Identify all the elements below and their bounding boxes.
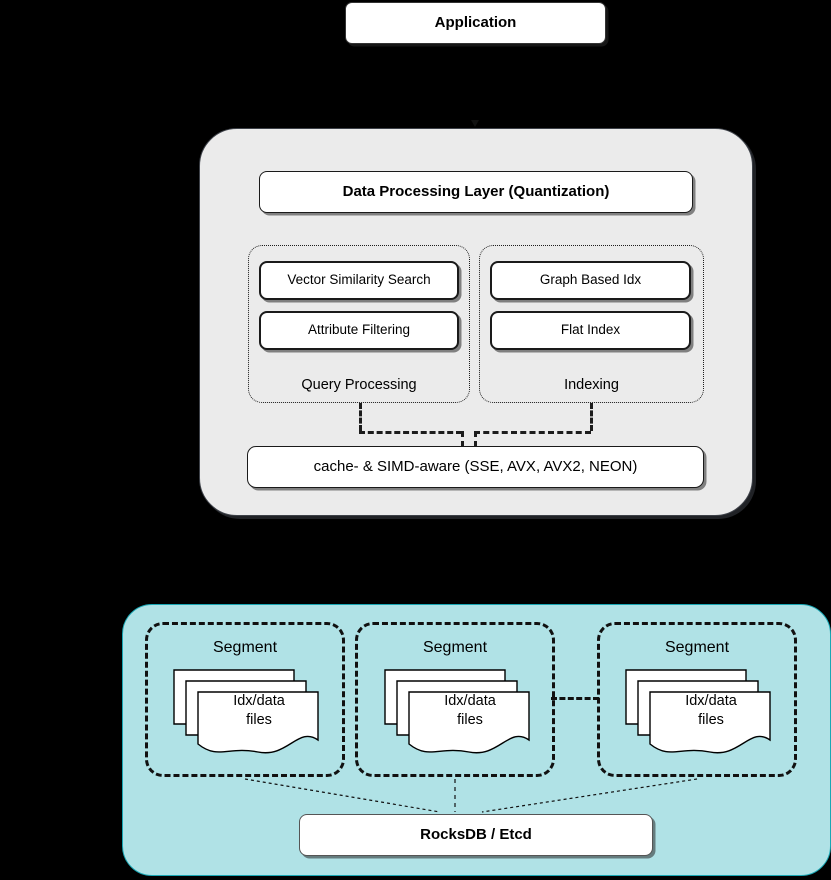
vector-similarity-search-label: Vector Similarity Search: [287, 272, 431, 288]
query-processing-group: Query Processing: [248, 245, 470, 403]
segment-box-3[interactable]: Segment: [597, 622, 797, 777]
segment-box-1[interactable]: Segment: [145, 622, 345, 777]
flat-index-label: Flat Index: [560, 322, 621, 338]
simd-aware-label: cache- & SIMD-aware (SSE, AVX, AVX2, NEO…: [313, 458, 638, 475]
rocksdb-etcd-label: RocksDB / Etcd: [420, 826, 532, 843]
segment-label-3: Segment: [664, 639, 730, 656]
connector-query-processing-down: [359, 403, 362, 431]
connector-indexing-down: [590, 403, 593, 431]
data-processing-layer-box[interactable]: Data Processing Layer (Quantization): [259, 171, 693, 213]
simd-aware-box[interactable]: cache- & SIMD-aware (SSE, AVX, AVX2, NEO…: [247, 446, 704, 488]
connector-segment2-segment3: [551, 697, 599, 700]
attribute-filtering-box[interactable]: Attribute Filtering: [259, 311, 459, 350]
query-processing-label: Query Processing: [301, 377, 417, 393]
connector-indexing-into-simd: [474, 431, 477, 447]
flat-index-box[interactable]: Flat Index: [490, 311, 691, 350]
idx-data-files-icon-3: Idx/data files: [622, 668, 772, 756]
data-processing-layer-label: Data Processing Layer (Quantization): [342, 183, 610, 200]
segment-label-2: Segment: [422, 639, 488, 656]
graph-based-idx-box[interactable]: Graph Based Idx: [490, 261, 691, 300]
application-label: Application: [434, 14, 517, 31]
idx-data-files-icon-1: Idx/data files: [170, 668, 320, 756]
graph-based-idx-label: Graph Based Idx: [539, 272, 642, 288]
segment-label-1: Segment: [212, 639, 278, 656]
rocksdb-etcd-box[interactable]: RocksDB / Etcd: [299, 814, 653, 856]
application-box[interactable]: Application: [345, 2, 606, 44]
connector-query-processing-across: [359, 431, 462, 434]
connector-query-processing-into-simd: [461, 431, 464, 447]
application-to-compute-arrow-icon: [471, 120, 479, 127]
vector-similarity-search-box[interactable]: Vector Similarity Search: [259, 261, 459, 300]
connector-indexing-across: [474, 431, 591, 434]
indexing-label: Indexing: [564, 377, 619, 393]
indexing-group: Indexing: [479, 245, 704, 403]
idx-data-files-icon-2: Idx/data files: [381, 668, 531, 756]
attribute-filtering-label: Attribute Filtering: [307, 322, 411, 338]
